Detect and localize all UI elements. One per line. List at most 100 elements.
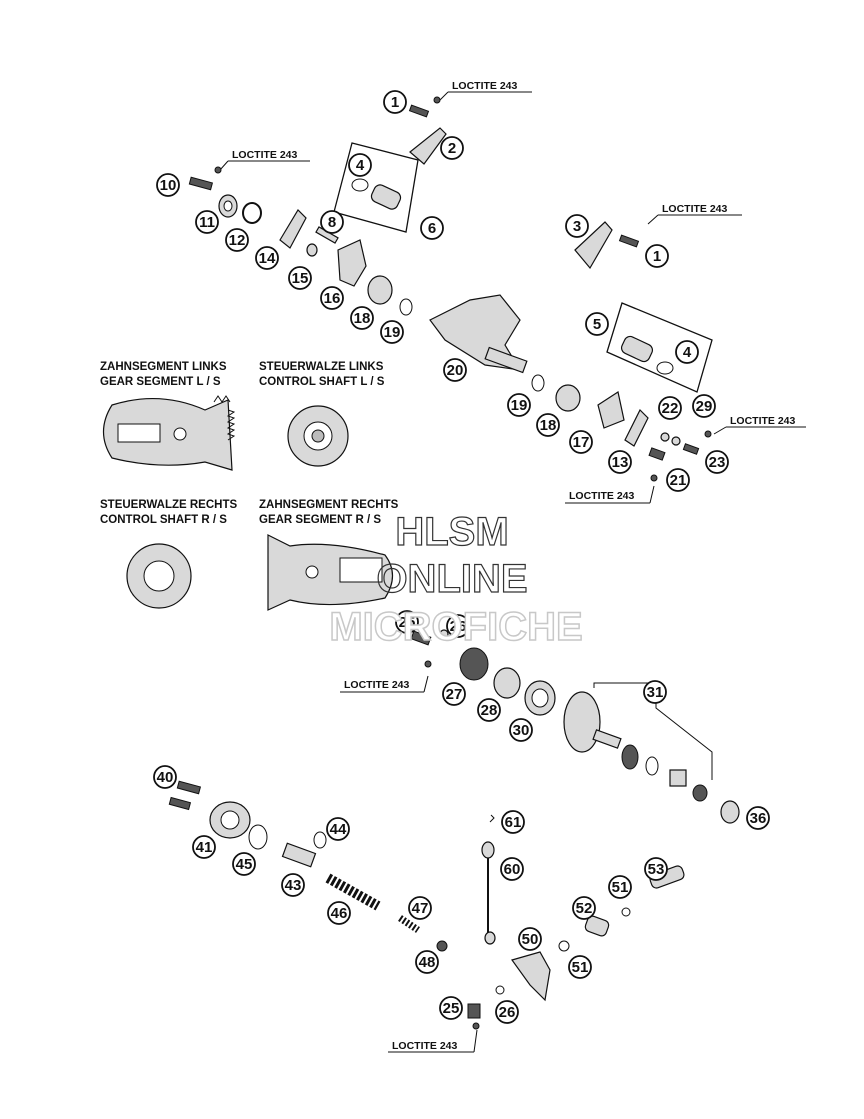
loctite-label-2: LOCTITE 243	[219, 149, 310, 171]
callout-circle	[326, 817, 350, 841]
callout-text: 10	[160, 177, 177, 194]
loctite-label-3: LOCTITE 243	[647, 203, 742, 225]
callout-number: 11	[195, 210, 219, 234]
callout-number: 36	[746, 806, 770, 830]
callout-number: 15	[288, 266, 312, 290]
callout-text: 60	[504, 861, 521, 878]
callout-circle	[320, 210, 344, 234]
o-ring-part	[399, 298, 413, 316]
callout-circle	[495, 1000, 519, 1024]
callout-text: 30	[513, 722, 530, 739]
middle-gear-stack	[410, 629, 740, 824]
callout-text: 12	[229, 232, 246, 249]
callout-text: 5	[593, 316, 601, 333]
bearing-part	[218, 194, 238, 218]
callout-circle	[536, 413, 560, 437]
loctite-text: LOCTITE 243	[662, 203, 728, 215]
callout-text: 21	[670, 472, 687, 489]
callout-text: 18	[354, 310, 371, 327]
caption-de: ZAHNSEGMENT LINKS	[100, 361, 227, 373]
callout-number: 44	[326, 817, 350, 841]
caption-en: GEAR SEGMENT L / S	[100, 376, 221, 388]
callout-circle	[153, 765, 177, 789]
callout-circle	[350, 306, 374, 330]
callout-circle	[156, 173, 180, 197]
control-shaft-right-illustration	[126, 543, 192, 609]
callout-number: 18	[350, 306, 374, 330]
segment-lever-part	[337, 239, 367, 287]
lever-3-part	[574, 221, 613, 270]
callout-circle	[395, 610, 419, 634]
callout-text: 41	[196, 839, 213, 856]
callout-text: 15	[292, 270, 309, 287]
callout-number: 19	[507, 393, 531, 417]
subassembly-box-right	[606, 302, 713, 393]
callout-text: 13	[612, 454, 629, 471]
callout-text: 48	[419, 954, 436, 971]
callout-text: 2	[448, 140, 456, 157]
callout-number: 20	[443, 358, 467, 382]
callout-circle	[645, 244, 669, 268]
callout-number: 43	[281, 873, 305, 897]
caption-ctrl-left: STEUERWALZE LINKS CONTROL SHAFT L / S	[259, 361, 385, 388]
callout-text: 14	[259, 250, 276, 267]
callout-circle	[692, 394, 716, 418]
callout-text: 20	[447, 362, 464, 379]
callout-number: 14	[255, 246, 279, 270]
subassembly-box-left	[333, 142, 419, 233]
callout-text: 40	[157, 769, 174, 786]
callout-text: 23	[709, 454, 726, 471]
loctite-text: LOCTITE 243	[392, 1040, 458, 1052]
callout-text: 17	[573, 434, 590, 451]
callout-circle	[281, 873, 305, 897]
callout-circle	[568, 955, 592, 979]
bushing-right-part	[555, 384, 581, 412]
callout-text: 22	[662, 400, 679, 417]
spring-clip-part	[242, 202, 262, 224]
callout-circle	[501, 810, 525, 834]
callout-text: 25	[399, 614, 416, 631]
callout-text: 36	[750, 810, 767, 827]
callout-number: 51	[568, 955, 592, 979]
link-right-part	[624, 408, 649, 447]
callout-text: 44	[330, 821, 347, 838]
callout-text: 25	[443, 1000, 460, 1017]
callout-number: 52	[572, 896, 596, 920]
loctite-label-6: LOCTITE 243	[340, 675, 429, 693]
callout-circle	[415, 950, 439, 974]
bolt-part	[188, 166, 222, 191]
callout-text: 19	[511, 397, 528, 414]
callout-circle	[327, 901, 351, 925]
caption-en: CONTROL SHAFT R / S	[100, 514, 227, 526]
loctite-label-4: LOCTITE 243	[713, 415, 806, 435]
callout-text: 19	[384, 324, 401, 341]
callout-number: 25	[439, 996, 463, 1020]
callout-text: 4	[683, 344, 692, 361]
loctite-label-5: LOCTITE 243	[565, 485, 655, 504]
screw-right-part	[618, 234, 640, 248]
callout-number: 26	[495, 1000, 519, 1024]
lever-arm-part	[409, 127, 447, 165]
callout-text: 16	[324, 290, 341, 307]
callout-number: 16	[320, 286, 344, 310]
callout-circle	[383, 90, 407, 114]
callout-number: 13	[608, 450, 632, 474]
callout-circle	[658, 396, 682, 420]
callout-circle	[408, 896, 432, 920]
callout-circle	[255, 246, 279, 270]
callout-text: 28	[481, 702, 498, 719]
callout-circle	[320, 286, 344, 310]
callout-number: 22	[658, 396, 682, 420]
callout-text: 51	[612, 879, 629, 896]
callout-number: 26	[446, 614, 470, 638]
callout-text: 8	[328, 214, 336, 231]
callout-number: 10	[156, 173, 180, 197]
control-shaft-left-illustration	[287, 405, 349, 467]
callout-number: 47	[408, 896, 432, 920]
callout-circle	[446, 614, 470, 638]
callout-text: 50	[522, 931, 539, 948]
callout-circle	[608, 875, 632, 899]
callout-number: 51	[608, 875, 632, 899]
